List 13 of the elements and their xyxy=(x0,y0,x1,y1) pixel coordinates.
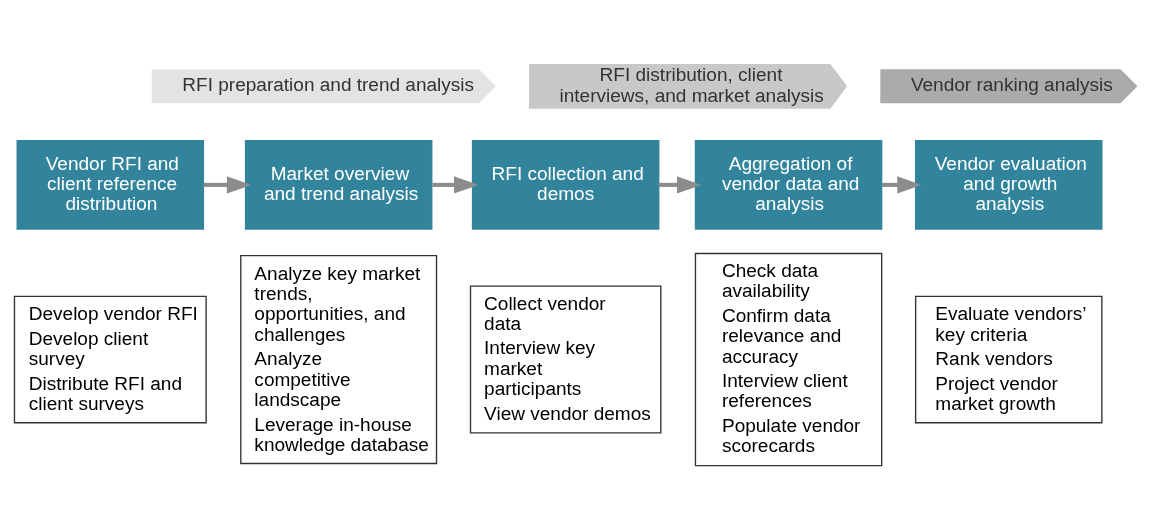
arrow xyxy=(658,175,702,193)
node-box: Evaluate vendors’ key criteria Rank vendors Project vendor market growth xyxy=(914,295,1103,423)
arrow xyxy=(432,175,479,193)
node-box: Vendor evaluation and growth analysis xyxy=(914,139,1103,230)
node-box: Collect vendor data Interview key market participants View vendor demos xyxy=(469,284,662,434)
node-box: Check data availability Confirm data relevance and accuracy Interview client references Populate vendor scorecards xyxy=(694,252,883,466)
node-box: Analyze key market trends, opportunities, and challenges Analyze competitive landscape Leverage in-house knowledge database xyxy=(240,254,438,464)
node-box: Aggregation of vendor data and analysis xyxy=(694,139,883,230)
node-box: Vendor RFI and client reference distribution xyxy=(16,139,205,230)
node-box: RFI collection and demos xyxy=(471,139,660,230)
node-box: Market overview and trend analysis xyxy=(244,139,433,230)
arrow xyxy=(203,175,252,193)
node-box: Develop vendor RFI Develop client survey Distribute RFI and client surveys xyxy=(13,295,207,423)
